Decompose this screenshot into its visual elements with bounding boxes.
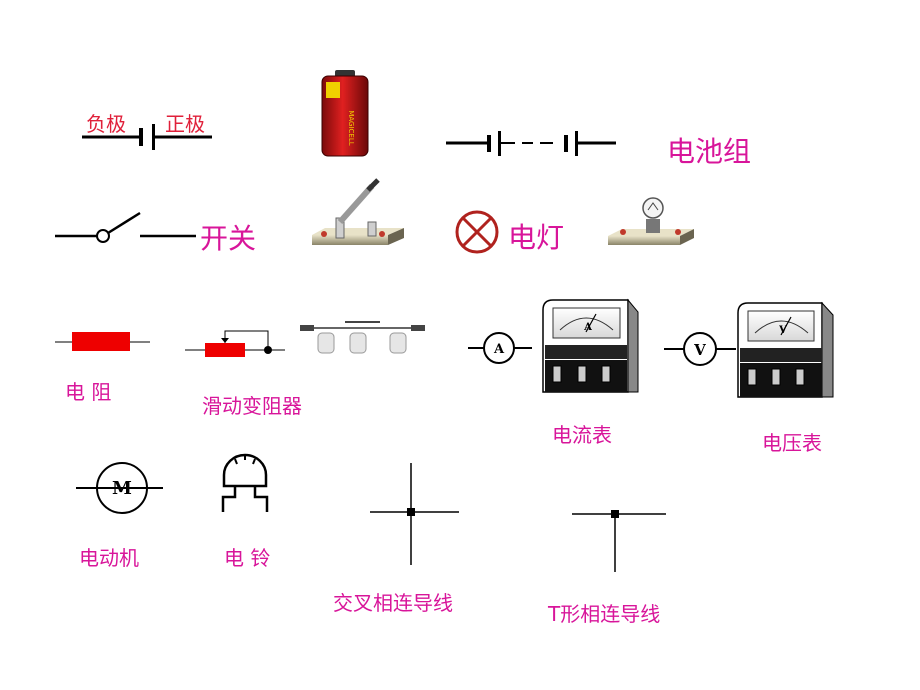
ammeter-symbol: A <box>468 332 532 364</box>
bell-symbol <box>221 453 269 512</box>
negative-pole-label: 负极 <box>86 112 126 136</box>
voltmeter-face-letter: V <box>778 325 787 336</box>
cross-junction-label: 交叉相连导线 <box>333 591 453 615</box>
battery-pack-symbol <box>446 131 616 156</box>
rheostat-image <box>300 321 425 354</box>
motor-symbol: M <box>76 462 163 514</box>
knife-switch-image <box>312 178 404 245</box>
ammeter-face-letter: A <box>583 322 592 333</box>
cross-junction-symbol <box>370 463 459 565</box>
rheostat-symbol <box>185 330 285 357</box>
t-junction-label: T形相连导线 <box>548 602 661 626</box>
battery-pack-label: 电池组 <box>667 135 752 168</box>
lamp-symbol <box>455 210 499 254</box>
motor-label: 电动机 <box>79 546 139 570</box>
ammeter-label: 电流表 <box>552 423 612 447</box>
motor-letter: M <box>112 478 132 499</box>
bell-label: 电 铃 <box>224 546 271 570</box>
ammeter-letter: A <box>493 342 505 357</box>
battery-image: MAGICELL <box>321 70 369 157</box>
t-junction-symbol <box>572 510 666 572</box>
cell-symbol <box>82 124 212 150</box>
voltmeter-label: 电压表 <box>762 431 822 455</box>
lamp-label: 电灯 <box>508 221 565 254</box>
voltmeter-image: V <box>737 301 834 398</box>
voltmeter-letter: V <box>693 341 706 359</box>
ammeter-image: A <box>542 298 639 393</box>
voltmeter-symbol: V <box>664 332 736 366</box>
resistor-symbol <box>55 332 150 351</box>
lamp-board-image <box>608 197 694 245</box>
resistor-label: 电 阻 <box>65 380 112 404</box>
rheostat-label: 滑动变阻器 <box>202 394 302 418</box>
switch-label: 开关 <box>200 222 257 255</box>
battery-brand: MAGICELL <box>347 110 355 145</box>
positive-pole-label: 正极 <box>165 112 205 136</box>
switch-symbol <box>55 211 196 243</box>
